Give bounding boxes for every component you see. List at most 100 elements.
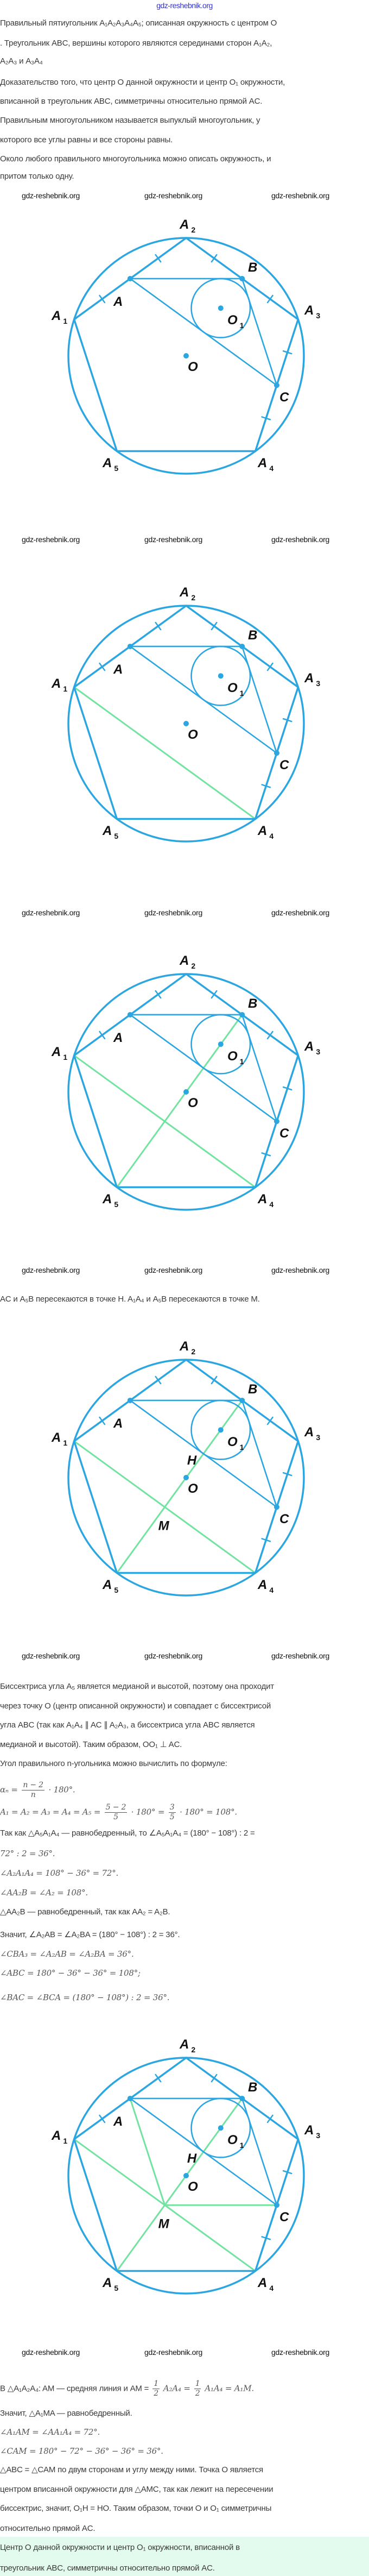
label-subscript: 4 (269, 1200, 273, 1209)
center-point-o (183, 353, 189, 359)
label-letter: B (248, 996, 257, 1011)
vertex-point (239, 1397, 245, 1403)
label-letter: O (227, 681, 238, 695)
proof-goal-line: Доказательство того, что центр O данной … (0, 78, 285, 87)
point-label-c: C (279, 1512, 289, 1526)
inscribed-circle (190, 278, 251, 338)
watermark-text: gdz-reshebnik.org (22, 535, 80, 544)
bisector-line: через точку O (центр описанной окружност… (0, 1701, 271, 1711)
regular-pentagon (73, 237, 300, 453)
inscribed-circle (190, 645, 251, 706)
equal-tick-mark (266, 662, 273, 671)
label-letter: C (279, 2210, 289, 2225)
point-label-o: O (188, 727, 198, 742)
watermark-text: gdz-reshebnik.org (22, 191, 80, 200)
point-label-h: H (187, 1453, 197, 1468)
intro-line: Правильный пятиугольник A₁A₂A₃A₄A₅; опис… (0, 18, 277, 28)
center-point-o1 (218, 1041, 224, 1047)
label-subscript: 3 (316, 311, 320, 320)
final-line: Значит, △A₁MA — равнобедренный. (0, 2409, 132, 2418)
label-letter: A (113, 662, 123, 677)
equal-tick-mark (266, 2114, 273, 2123)
equal-tick-mark (155, 990, 162, 999)
equal-tick-mark (261, 416, 271, 420)
solution-line: △AA₂B — равнобедренный, так как AA₂ = A₂… (0, 1907, 170, 1917)
solution-line: Значит, ∠A₂AB = ∠A₂BA = (180° − 108°) : … (0, 1930, 180, 1939)
midline-post: A₁A₄ = A₁M. (205, 2383, 254, 2393)
label-letter: B (248, 1382, 257, 1397)
fraction-denominator: 5 (169, 1813, 175, 1821)
equal-tick-mark (261, 1538, 271, 1542)
bisector-line: Биссектриса угла A₅ является медианой и … (0, 1682, 274, 1691)
point-label-c: C (279, 2210, 289, 2225)
label-subscript: 5 (114, 464, 118, 473)
equal-tick-mark (99, 1031, 106, 1040)
equal-tick-mark (99, 294, 106, 304)
label-letter: A (304, 1425, 314, 1440)
label-subscript: 2 (191, 1347, 195, 1356)
equal-tick-mark (261, 1152, 271, 1157)
watermark-text: gdz-reshebnik.org (22, 1266, 80, 1274)
point-label-a: A (113, 294, 123, 309)
inscribed-circle (190, 2097, 251, 2158)
vertex-point (127, 1011, 133, 1017)
bisector-line: медианой и высотой). Таким образом, OO₁ … (0, 1740, 182, 1749)
point-label-b: B (248, 2080, 257, 2095)
vertex-point (127, 1397, 133, 1403)
label-letter: A (179, 1339, 189, 1354)
solution-line: ∠CBA₃ = ∠A₂AB = ∠A₂BA = 36°. (0, 1949, 134, 1959)
point-label-a: A (113, 2114, 123, 2129)
label-letter: A (113, 294, 123, 309)
point-label-o: O (188, 1096, 198, 1110)
equal-tick-mark (266, 294, 273, 304)
point-label-m: M (158, 1518, 170, 1533)
vertex-point (273, 1504, 279, 1510)
formula-rhs: · 180°. (48, 1785, 75, 1795)
point-label-c: C (279, 1126, 289, 1141)
equal-tick-mark (211, 2074, 218, 2083)
construction-line (129, 2097, 166, 2206)
equal-tick-mark (261, 784, 271, 788)
label-subscript: 3 (316, 1047, 320, 1056)
label-letter: O (188, 1481, 198, 1496)
point-label-b: B (248, 260, 257, 275)
point-label-a: A (113, 662, 123, 677)
inscribed-circle (190, 1399, 251, 1460)
label-letter: O (188, 360, 198, 374)
label-letter: O (227, 1435, 238, 1449)
watermark-text: gdz-reshebnik.org (144, 908, 202, 917)
solution-line: Так как △A₅A₁A₄ — равнобедренный, то ∠A₅… (0, 1829, 255, 1838)
label-subscript: 1 (63, 1438, 67, 1447)
equal-tick-mark (211, 254, 218, 263)
label-letter: O (227, 2133, 238, 2147)
construction-line (73, 686, 257, 820)
center-point-o1 (218, 305, 224, 311)
label-letter: A (257, 1578, 267, 1592)
site-header-link[interactable]: gdz-reshebnik.org (156, 1, 213, 10)
equal-tick-mark (261, 2236, 271, 2240)
final-line: биссектрис, значит, O₁H = HO. Таким обра… (0, 2504, 272, 2513)
equal-tick-mark (282, 1472, 292, 1477)
equal-tick-mark (266, 1416, 273, 1425)
label-letter: A (257, 2276, 267, 2290)
fraction-denominator: 5 (113, 1813, 118, 1821)
solution-line: 72° : 2 = 36°. (0, 1849, 55, 1858)
